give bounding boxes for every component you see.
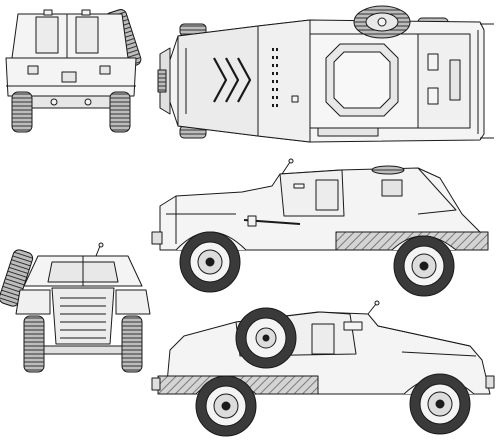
front-grille-slats (60, 297, 106, 339)
front-radiator-armour (51, 287, 115, 345)
front-view (0, 242, 151, 373)
side-spare-wheel-left (235, 307, 297, 369)
side-front-wheel-left (409, 373, 471, 435)
rear-view (5, 9, 142, 133)
side-vision-port (381, 179, 403, 197)
side-rear-wheel-left (195, 375, 257, 437)
rear-hatch-left (35, 16, 59, 54)
front-left-tire (23, 315, 45, 373)
front-view-spare-wheel (0, 249, 34, 307)
top-spare-wheel (353, 5, 411, 39)
top-bow-plate (177, 25, 259, 137)
vision-slits (272, 48, 278, 107)
rear-hatch-right (75, 16, 99, 54)
side-front-wheel-right (179, 231, 241, 293)
front-right-tire (121, 315, 143, 373)
rear-right-tire (109, 91, 131, 133)
top-glacis (257, 19, 311, 143)
side-door-right (315, 179, 339, 211)
right-side-view (151, 158, 489, 297)
bow-chevrons (213, 57, 252, 103)
rear-left-tire (11, 91, 33, 133)
top-view (157, 5, 494, 143)
left-side-view (151, 300, 495, 437)
rear-hull-upper (11, 13, 129, 59)
side-rear-wheel-right (393, 235, 455, 297)
side-door-left (311, 323, 335, 355)
